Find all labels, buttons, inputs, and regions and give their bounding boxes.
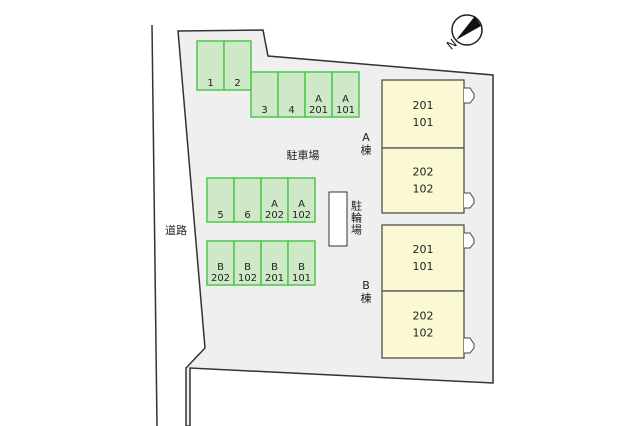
space-label: A [298,199,305,210]
parking-space: 1 [196,40,225,91]
space-label: B [298,262,305,273]
space-number: 4 [288,105,294,116]
svg-text:A棟: A棟 [361,131,372,157]
parking-label: 駐車場 [287,148,320,162]
space-number: 102 [292,210,311,221]
north-compass-icon: N [444,14,483,53]
parking-space: 6 [233,177,262,223]
bicycle-parking-structure [328,191,348,247]
space-label: A [271,199,278,210]
parking-space: 4 [277,71,306,118]
unit-lower: 102 [413,327,434,340]
space-number: 2 [234,78,240,89]
space-number: 202 [265,210,284,221]
unit-lower: 101 [413,260,434,273]
svg-text:道路: 道路 [165,223,187,237]
svg-text:B棟: B棟 [361,279,372,305]
unit-upper: 201 [413,99,434,112]
space-number: 3 [261,105,267,116]
space-number: 5 [217,210,223,221]
space-number: 201 [309,105,328,116]
space-number: 6 [244,210,250,221]
parking-space: 2 [223,40,252,91]
space-label: B [271,262,278,273]
space-label: A [342,94,349,105]
road-label: 道路 [165,223,187,237]
space-number: 1 [207,78,213,89]
space-label: A [315,94,322,105]
unit-upper: 202 [413,310,434,323]
unit-upper: 201 [413,243,434,256]
parking-space: 3 [250,71,279,118]
space-number: 201 [265,273,284,284]
space-label: B [217,262,224,273]
road-edge [151,24,158,426]
space-number: 101 [292,273,311,284]
space-number: 101 [336,105,355,116]
unit-lower: 101 [413,116,434,129]
unit-upper: 202 [413,166,434,179]
space-number: 202 [211,273,230,284]
space-number: 102 [238,273,257,284]
bicycle-parking-label: 駐輪場 [350,199,363,236]
unit-lower: 102 [413,183,434,196]
space-label: B [244,262,251,273]
parking-space: 5 [206,177,235,223]
